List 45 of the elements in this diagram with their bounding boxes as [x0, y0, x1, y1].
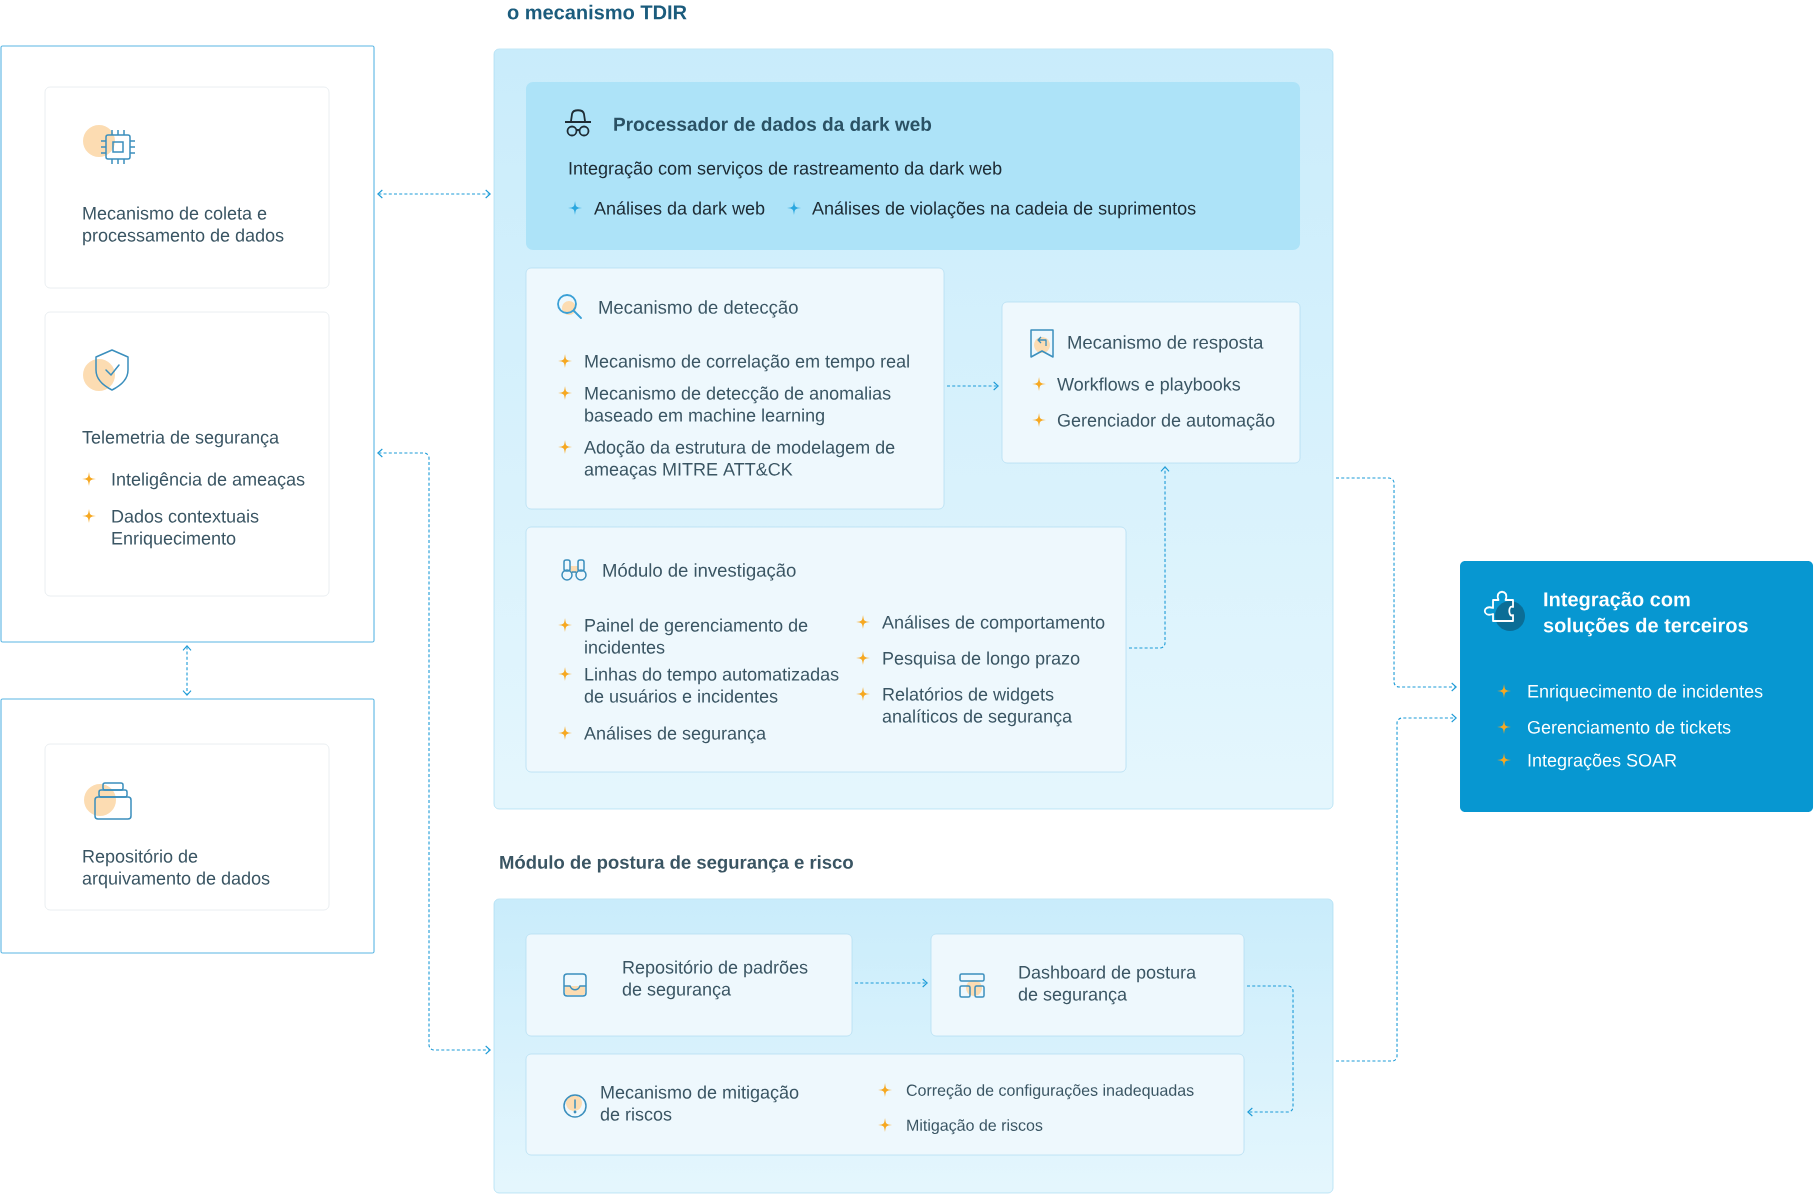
box-title: Módulo de investigação	[603, 563, 796, 581]
list-item: Relatórios de widgets analíticos de segurança	[882, 687, 1073, 727]
arrow	[854, 978, 928, 988]
list-item: Adoção da estrutura de modelagem de ameaças MITRE ATT&CK	[584, 440, 895, 480]
list-item: Integrações SOAR	[1528, 753, 1677, 771]
arrow	[1128, 466, 1170, 649]
list-item: Enriquecimento de incidentes	[1528, 684, 1763, 702]
box-title: Mecanismo de resposta	[1068, 335, 1264, 353]
list-item: Painel de gerenciamento de incidentes	[585, 618, 808, 654]
list-item: Pesquisa de longo prazo	[883, 651, 1080, 669]
arrow	[1246, 985, 1294, 1117]
list-item: Mitigação de riscos	[907, 1119, 1043, 1135]
list-item: Inteligência de ameaças	[112, 472, 305, 490]
list-item: Dados contextuais Enriquecimento	[112, 509, 259, 549]
arrow	[946, 381, 999, 391]
group-frame	[0, 45, 375, 643]
list-item: Análises de violações na cadeia de suprimentos	[812, 201, 1196, 219]
panel-title: Módulo de postura de segurança e risco	[500, 855, 853, 873]
group-frame	[0, 698, 375, 954]
box-title: Dashboard de postura de segurança	[1018, 965, 1197, 1005]
box-title: Mecanismo de mitigação de riscos	[600, 1085, 799, 1121]
list-item: Workflows e playbooks	[1057, 377, 1241, 395]
description-text: Integração com serviços de rastreamento da dark web	[569, 161, 1002, 179]
double-arrow	[182, 645, 192, 696]
list-item: Análises da dark web	[594, 201, 765, 215]
double-arrow	[377, 448, 491, 1055]
list-item: Gerenciador de automação	[1057, 413, 1275, 431]
list-item: Linhas do tempo automatizadas de usuários e incidentes	[584, 667, 839, 703]
list-item: Mecanismo de correlação em tempo real	[585, 354, 909, 372]
list-item: Análises de segurança	[584, 726, 767, 744]
panel-title: o mecanismo TDIR	[507, 4, 687, 20]
list-item: Gerenciamento de tickets	[1527, 720, 1731, 734]
box-title: Repositório de padrões de segurança	[622, 960, 808, 1000]
box-title: Mecanismo de detecção	[599, 300, 798, 318]
box-title: Integração com soluções de terceiros	[1543, 591, 1748, 637]
box-title: Processador de dados da dark web	[614, 117, 932, 132]
card-title: Repositório de arquivamento de dados	[82, 849, 270, 889]
list-item: Análises de comportamento	[882, 615, 1105, 633]
arrow	[1335, 713, 1457, 1062]
double-arrow	[377, 189, 491, 199]
card-title: Mecanismo de coleta e processamento de dados	[83, 206, 284, 246]
arrow	[1335, 477, 1457, 692]
list-item: Correção de configurações inadequadas	[906, 1084, 1194, 1100]
card-title: Telemetria de segurança	[82, 430, 280, 448]
list-item: Mecanismo de detecção de anomalias baseado em machine learning	[585, 386, 891, 426]
